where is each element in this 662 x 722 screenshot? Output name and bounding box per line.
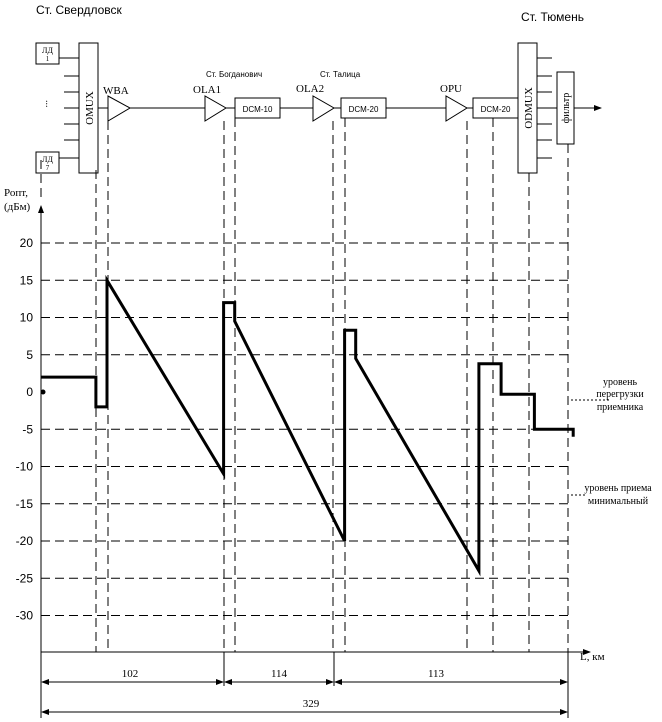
laser-7-number: 7 — [46, 164, 50, 172]
dimension-label-total: 329 — [303, 698, 320, 710]
omux-input-lines — [59, 57, 79, 159]
y-tick-label: -5 — [22, 422, 33, 436]
y-tick-label: -30 — [16, 609, 34, 623]
y-tick-label: -10 — [16, 460, 34, 474]
laser-dots: ... — [43, 100, 54, 108]
filter-label: фильтр — [561, 93, 572, 124]
projection-lines — [40, 118, 569, 652]
dimension-label-seg1: 102 — [122, 668, 139, 680]
dcm-20-label-1: DCM-20 — [349, 105, 379, 114]
station-bogdanovich-label: Ст. Богданович — [206, 70, 262, 79]
station-end-label: Ст. Тюмень — [521, 10, 584, 24]
y-tick-label: -20 — [16, 534, 34, 548]
minimal-text-1: уровень приема — [584, 483, 652, 494]
dimension-label-seg3: 113 — [428, 668, 445, 680]
laser-1-label: ЛД — [42, 46, 53, 55]
overload-text-3: приемника — [597, 402, 644, 413]
y-tick-label: 15 — [20, 273, 34, 287]
y-tick-label: 0 — [26, 385, 33, 399]
odmux-output-lines — [537, 57, 557, 159]
laser-1-number: 1 — [46, 55, 50, 63]
laser-7-block: ЛД 7 — [35, 151, 60, 174]
wba-label: WBA — [103, 85, 129, 97]
dcm-20-label-2: DCM-20 — [481, 105, 511, 114]
dcm-10-block: DCM-10 — [234, 97, 281, 119]
wba-amplifier-icon — [107, 95, 132, 122]
odmux-block: ODMUX — [517, 42, 538, 174]
station-talitsa-label: Ст. Талица — [320, 70, 361, 79]
ola2-amplifier-icon — [312, 95, 335, 122]
x-axis-label: L, км — [580, 651, 605, 663]
ola2-label: OLA2 — [296, 83, 324, 95]
omux-block: OMUX — [78, 42, 99, 174]
grid-lines — [41, 242, 568, 616]
laser-1-block: ЛД 1 — [35, 42, 60, 65]
dcm-20-block-1: DCM-20 — [340, 97, 387, 119]
overload-text-2: перегрузки — [596, 389, 644, 400]
ola1-amplifier-icon — [204, 95, 227, 122]
power-level-line — [41, 274, 575, 577]
origin-dot — [40, 389, 46, 395]
overload-text-1: уровень — [603, 377, 637, 388]
opu-label: OPU — [440, 83, 462, 95]
laser-7-label: ЛД — [42, 155, 53, 164]
dimension-label-seg2: 114 — [271, 668, 288, 680]
y-tick-label: -15 — [16, 497, 34, 511]
filter-block: фильтр — [556, 71, 575, 145]
station-start-label: Ст. Свердловск — [36, 3, 123, 17]
ola1-label: OLA1 — [193, 84, 221, 96]
odmux-label: ODMUX — [523, 87, 535, 129]
y-tick-labels: 20 15 10 5 0 -5 -10 -15 -20 -25 -30 — [16, 236, 34, 623]
y-tick-label: 5 — [26, 348, 33, 362]
y-tick-label: 20 — [20, 236, 34, 250]
omux-label: OMUX — [84, 91, 96, 125]
dcm-20-block-2: DCM-20 — [472, 97, 519, 119]
dcm-10-label: DCM-10 — [243, 105, 273, 114]
y-tick-label: 10 — [20, 311, 34, 325]
y-axis-label-line1: Ропт, — [4, 187, 28, 199]
minimal-text-2: минимальный — [588, 496, 649, 507]
y-tick-label: -25 — [16, 571, 34, 585]
opu-amplifier-icon — [445, 95, 468, 122]
y-axis-label-line2: (дБм) — [4, 201, 31, 213]
